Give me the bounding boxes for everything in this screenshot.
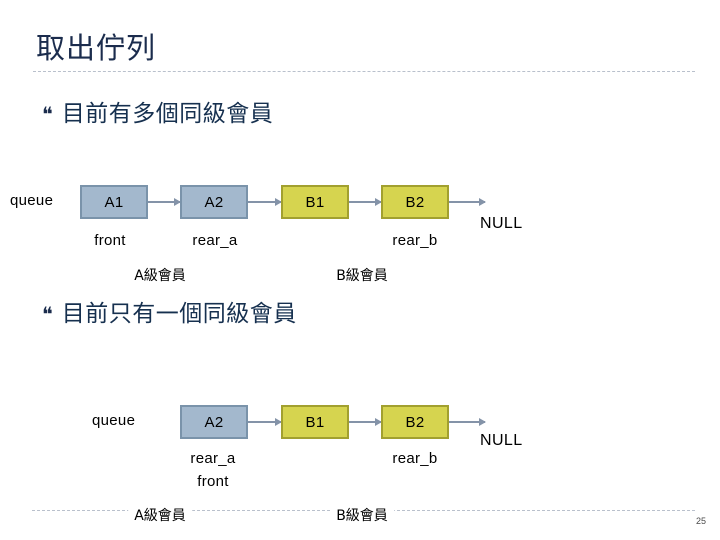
diagram1-arrow-1 [148,198,181,206]
diagram2-node-b1-label: B1 [305,413,325,431]
diagram2-pointer-rear-b: rear_b [392,450,438,467]
diagram1-group-a: A級會員 [134,268,186,284]
diagram1-arrow-null [449,198,486,206]
bullet-label-1: 目前有多個同級會員 [61,100,274,126]
diagram2-node-b2: B2 [381,405,449,439]
diagram1-node-b2-label: B2 [405,193,425,211]
diagram2-arrow-2 [349,418,382,426]
bullet-label-2: 目前只有一個同級會員 [61,300,297,326]
diagram1-node-b1: B1 [281,185,349,219]
diagram2-node-b2-label: B2 [405,413,425,431]
diagram1-queue-head-label: queue [10,192,54,209]
bullet-item-1: ❝ 目前有多個同級會員 [42,98,273,128]
diagram2-arrow-1 [248,418,282,426]
diagram1-null-label: NULL [480,215,523,232]
diagram2-group-a: A級會員 [128,505,192,525]
quote-bullet-icon: ❝ [42,304,53,326]
quote-bullet-icon: ❝ [42,104,53,126]
diagram1-node-b2: B2 [381,185,449,219]
page-title: 取出佇列 [36,33,157,65]
diagram1-pointer-rear-a: rear_a [192,232,238,249]
diagram1-arrow-2 [248,198,282,206]
diagram2-node-b1: B1 [281,405,349,439]
bullet-item-2: ❝ 目前只有一個同級會員 [42,298,297,328]
diagram1-node-a1-label: A1 [104,193,124,211]
diagram1-node-a2-label: A2 [204,193,224,211]
diagram2-pointer-front: front [197,473,229,490]
diagram2-queue-head-label: queue [92,412,136,429]
diagram1-node-a2: A2 [180,185,248,219]
diagram2-node-a2-label: A2 [204,413,224,431]
diagram1-arrow-3 [349,198,382,206]
diagram1-group-b: B級會員 [336,268,388,284]
diagram1-pointer-front: front [94,232,126,249]
page-number: 25 [695,516,706,526]
diagram1-node-b1-label: B1 [305,193,325,211]
diagram1-node-a1: A1 [80,185,148,219]
diagram2-null-label: NULL [480,432,523,449]
diagram2-node-a2: A2 [180,405,248,439]
title-divider [33,71,695,72]
diagram2-pointer-rear-a: rear_a [190,450,236,467]
diagram2-group-b: B級會員 [330,505,394,525]
diagram1-pointer-rear-b: rear_b [392,232,438,249]
diagram2-arrow-null [449,418,486,426]
